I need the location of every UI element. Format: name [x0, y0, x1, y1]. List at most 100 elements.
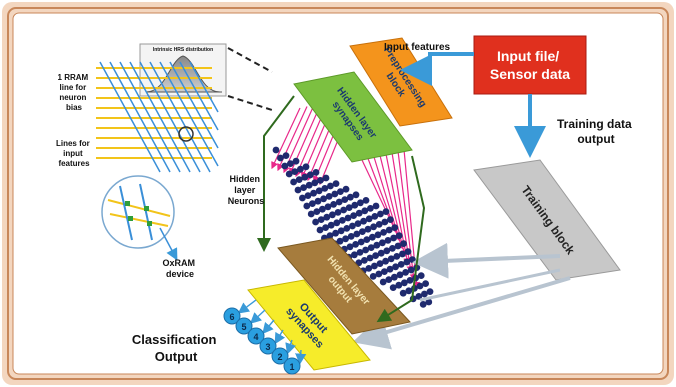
hidden-neuron	[341, 196, 349, 204]
hidden-neuron	[272, 146, 280, 154]
hidden-neuron	[285, 170, 293, 178]
hidden-neuron	[310, 189, 317, 197]
svg-text:5: 5	[241, 322, 246, 332]
hidden-neuron	[381, 218, 389, 226]
hidden-neuron	[370, 223, 377, 231]
hidden-neuron	[399, 250, 406, 258]
hidden-neuron	[369, 273, 377, 280]
output-neuron: 3	[259, 337, 277, 355]
hidden-neuron	[356, 249, 364, 256]
hidden-neuron	[396, 271, 404, 279]
hidden-neuron	[376, 260, 384, 267]
training-feedback-output	[352, 276, 571, 350]
svg-text:1: 1	[289, 362, 294, 372]
hidden-neuron	[324, 203, 332, 211]
svg-text:2: 2	[277, 352, 282, 362]
hidden-neuron	[384, 237, 392, 244]
hidden-neuron	[369, 233, 376, 241]
hidden-neuron	[406, 277, 414, 284]
hidden-neuron	[399, 289, 407, 297]
hidden-neuron	[357, 199, 364, 207]
hidden-neuron	[309, 200, 316, 208]
hidden-neuron	[347, 233, 355, 240]
training-input-link	[419, 268, 561, 302]
hidden-neuron	[315, 187, 323, 195]
hidden-neuron	[301, 173, 309, 181]
hidden-neuron	[360, 217, 367, 225]
zoom-circle	[178, 126, 194, 142]
hidden-neuron	[317, 216, 325, 224]
hidden-neuron	[336, 237, 344, 245]
hidden-neuron	[299, 194, 306, 202]
hidden-neuron	[337, 227, 345, 235]
output-neuron: 1	[283, 357, 301, 375]
hidden-neuron	[426, 288, 434, 295]
hidden-neuron	[351, 201, 359, 209]
hidden-neuron	[307, 210, 315, 218]
hidden-neuron	[395, 281, 403, 289]
hidden-neuron	[327, 182, 334, 190]
svg-text:3: 3	[265, 342, 270, 352]
input-lines-label: Lines for input features	[56, 139, 92, 168]
crossbar-inset: Intrinsic HRS distribution	[56, 43, 273, 279]
hidden-neuron	[305, 181, 313, 189]
hidden-neuron	[302, 163, 310, 171]
hidden-neuron	[281, 162, 289, 170]
hidden-neuron	[365, 215, 373, 223]
oxram-label: OxRAM device	[162, 258, 197, 279]
hidden-neuron	[350, 212, 357, 220]
hidden-neuron	[332, 229, 339, 237]
hidden-neuron	[404, 248, 412, 256]
hidden-neuron	[311, 179, 319, 187]
output-neuron: 6	[223, 307, 241, 325]
svg-text:4: 4	[253, 332, 258, 342]
input-file-label: Input file/ Sensor data	[490, 48, 570, 82]
hidden-neuron	[294, 186, 302, 194]
hidden-neuron	[371, 213, 379, 220]
input-features-label: Input features	[384, 42, 451, 53]
hidden-neuron	[401, 279, 408, 287]
hidden-neuron	[342, 235, 349, 243]
distribution-title: Intrinsic HRS distribution	[153, 47, 213, 53]
hidden-neuron	[390, 234, 397, 242]
hidden-neuron	[395, 232, 403, 240]
hidden-neuron	[321, 185, 329, 192]
hidden-neuron-grid	[272, 146, 434, 308]
hidden-neuron	[333, 219, 341, 227]
hidden-neuron	[291, 168, 299, 176]
hidden-neuron	[415, 293, 423, 300]
hidden-neuron	[363, 236, 371, 244]
training-data-label: Training data output	[557, 117, 635, 146]
hidden-neuron	[314, 197, 322, 205]
hidden-neuron	[353, 230, 361, 238]
svg-text:6: 6	[229, 312, 234, 322]
hidden-neuron	[300, 184, 307, 192]
hidden-neuron	[394, 242, 402, 250]
hidden-neuron	[421, 290, 428, 298]
hidden-neuron	[389, 284, 397, 291]
input-file-box	[473, 35, 587, 95]
hidden-neuron	[375, 221, 383, 228]
hidden-neuron	[367, 205, 374, 212]
hidden-neuron	[347, 193, 354, 201]
rram-label: 1 RRAM line for neuron bias	[58, 73, 91, 112]
hidden-neuron	[372, 252, 379, 259]
hidden-neuron	[385, 276, 393, 283]
hidden-neuron	[374, 231, 382, 239]
hidden-neuron	[295, 176, 303, 184]
hidden-neuron	[375, 270, 383, 278]
hidden-neuron	[377, 249, 385, 257]
hidden-neuron	[337, 188, 344, 196]
hidden-neuron	[345, 204, 353, 212]
hidden-neuron	[349, 222, 356, 230]
hidden-neuron	[303, 202, 311, 210]
training-block	[473, 159, 621, 281]
hidden-neuron	[304, 192, 312, 200]
hidden-neuron	[365, 265, 373, 272]
hidden-neuron	[326, 232, 334, 240]
training-feedback-hidden	[412, 242, 561, 279]
hidden-neuron	[352, 191, 360, 199]
output-neuron: 2	[271, 347, 289, 365]
hidden-neuron	[366, 254, 374, 262]
hidden-neuron	[325, 193, 333, 200]
